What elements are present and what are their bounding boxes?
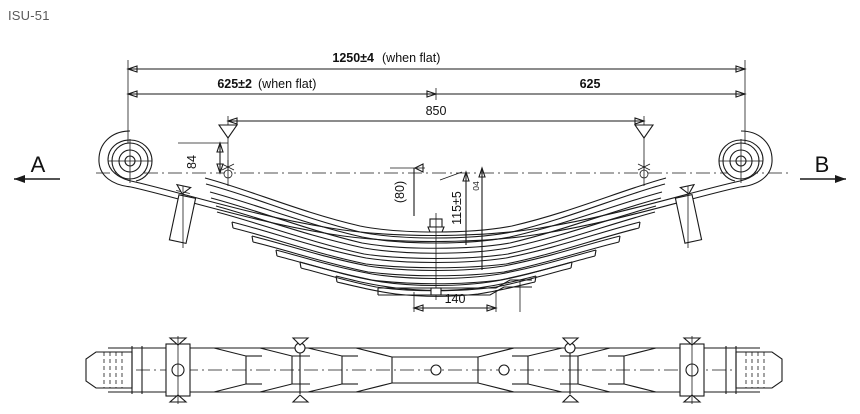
arrow-left-icon <box>14 175 60 183</box>
arrow-right-icon <box>800 175 846 183</box>
dimension-half-lengths: 625±2 (when flat) 625 <box>126 77 747 100</box>
dim-eye-height-value: 84 <box>185 155 199 169</box>
rebound-clip-right <box>674 183 703 248</box>
plan-clamp-right <box>679 336 705 404</box>
rebound-clip-left <box>168 183 197 248</box>
center-clamp-plate <box>377 279 532 312</box>
dim-clamp-width-value: 140 <box>445 292 466 306</box>
side-elevation-view <box>98 130 773 300</box>
view-label-b: B <box>815 152 830 177</box>
view-mark-a: A <box>14 152 60 183</box>
saddle-bolt-left <box>221 160 235 186</box>
center-bolt <box>427 213 445 300</box>
spring-eye-left <box>98 130 153 188</box>
plan-view <box>85 336 783 404</box>
dimension-camber-height: 115±5 <box>439 170 470 245</box>
dimension-clamp-width: 140 <box>412 290 498 312</box>
dimension-eye-height: 84 <box>178 141 228 175</box>
clamp-plate-outline-lower <box>378 286 532 296</box>
dimension-overall-length: 1250±4 (when flat) <box>126 51 747 172</box>
plan-clip-right-inner <box>561 337 580 403</box>
leaf-1 <box>130 180 741 237</box>
plan-clamp-left <box>165 336 191 404</box>
plan-center-bolt <box>430 364 442 376</box>
plan-clip-left-inner <box>291 337 310 403</box>
view-mark-b: B <box>800 152 846 183</box>
dimension-center-bolt-span: 850 <box>217 104 655 172</box>
dim-right-half-value: 625 <box>580 77 601 91</box>
dim-left-half-note: (when flat) <box>258 77 316 91</box>
dimension-free-camber-ref: (80) <box>390 163 425 216</box>
dim-free-camber-value: (80) <box>393 181 407 203</box>
leaf-2-lower <box>205 183 666 239</box>
dim-overall-value: 1250±4 <box>332 51 374 65</box>
dim-plate-thickness-value: 04 <box>471 181 481 191</box>
clamp-plate-outline <box>378 279 532 289</box>
view-label-a: A <box>31 152 46 177</box>
dim-left-half-value: 625±2 <box>217 77 252 91</box>
dim-span-value: 850 <box>426 104 447 118</box>
saddle-bolt-right <box>637 160 651 186</box>
dim-camber-value: 115±5 <box>450 191 464 225</box>
spring-eye-right <box>718 130 773 188</box>
plan-eye-left <box>85 346 143 394</box>
plan-inner-hole <box>498 364 510 376</box>
part-number-label: ISU-51 <box>8 8 50 23</box>
plan-leaf-tapers-left <box>213 347 393 393</box>
leaf-9-lower <box>336 281 536 297</box>
dimension-plate-thickness: 04 <box>471 166 486 270</box>
leaf-1-lower <box>130 186 741 243</box>
dim-overall-note: (when flat) <box>382 51 440 65</box>
plan-leaf-tapers-right <box>477 347 657 393</box>
plan-eye-right <box>725 346 783 394</box>
